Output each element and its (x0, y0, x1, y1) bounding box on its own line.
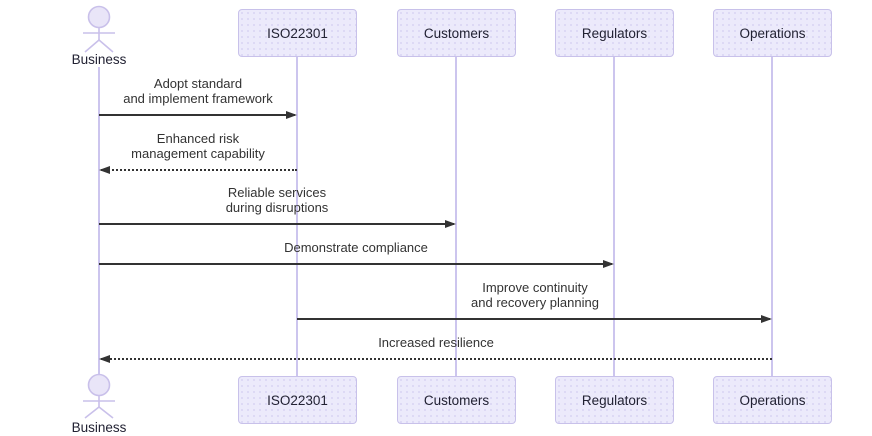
message-arrow (99, 114, 295, 116)
participant-operations-top: Operations (713, 9, 832, 57)
message-label: Reliable services during disruptions (225, 185, 329, 215)
lifeline-customers (455, 57, 457, 376)
arrowhead-icon (99, 165, 110, 174)
participant-regulators-bottom: Regulators (555, 376, 674, 424)
actor-label-top: Business (71, 52, 127, 67)
message-arrow (297, 318, 770, 320)
message-arrow (99, 263, 612, 265)
arrowhead-icon (603, 259, 614, 268)
arrowhead-icon (761, 314, 772, 323)
participant-customers-top: Customers (397, 9, 516, 57)
participant-iso22301-top: ISO22301 (238, 9, 357, 57)
actor-business-icon-top (83, 5, 115, 53)
message-label: Improve continuity and recovery planning (471, 280, 599, 310)
participant-label: ISO22301 (267, 392, 328, 408)
message-arrow (101, 169, 297, 171)
participant-customers-bottom: Customers (397, 376, 516, 424)
arrowhead-icon (99, 354, 110, 363)
message-arrow (99, 223, 454, 225)
participant-operations-bottom: Operations (713, 376, 832, 424)
participant-regulators-top: Regulators (555, 9, 674, 57)
message-label: Enhanced risk management capability (131, 131, 265, 161)
lifeline-operations (771, 57, 773, 376)
participant-label: Regulators (581, 25, 648, 41)
arrowhead-icon (445, 219, 456, 228)
lifeline-regulators (613, 57, 615, 376)
participant-label: Operations (739, 392, 806, 408)
participant-label: Regulators (581, 392, 648, 408)
lifeline-iso22301 (296, 57, 298, 376)
actor-label-bottom: Business (71, 420, 127, 435)
arrowhead-icon (286, 110, 297, 119)
message-label: Increased resilience (378, 335, 494, 350)
message-label: Demonstrate compliance (284, 240, 428, 255)
participant-label: Customers (423, 25, 490, 41)
participant-label: Operations (739, 25, 806, 41)
participant-iso22301-bottom: ISO22301 (238, 376, 357, 424)
lifeline-business (98, 67, 100, 374)
actor-business-icon-bottom (83, 373, 115, 419)
message-label: Adopt standard and implement framework (123, 76, 273, 106)
message-arrow (101, 358, 772, 360)
participant-label: ISO22301 (267, 25, 328, 41)
participant-label: Customers (423, 392, 490, 408)
